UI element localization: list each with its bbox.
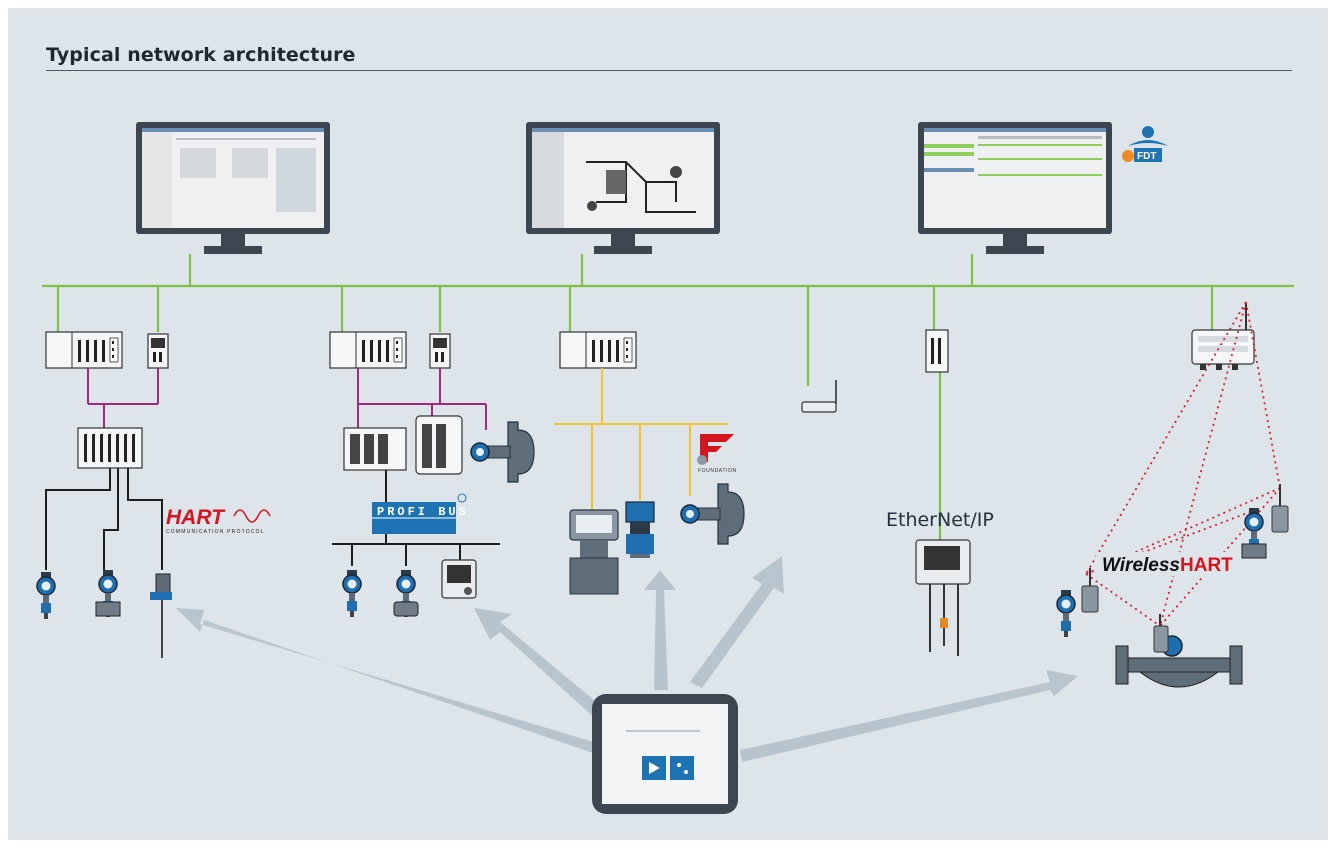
hart-logo: HART COMMUNICATION PROTOCOL [166, 506, 271, 535]
fdt-logo: FDT [1122, 126, 1168, 162]
profibus-cluster [329, 331, 535, 618]
engineering-workstation-left [136, 122, 330, 254]
foundation-logo: FOUNDATION [697, 434, 737, 474]
ethernet-ip-logo: EtherNet/IP [886, 509, 994, 531]
profibus-logo: PROFI BUS [372, 493, 469, 534]
hart-cluster [36, 331, 172, 658]
foundation-fieldbus-cluster [554, 331, 745, 595]
wireless-router [801, 380, 837, 413]
tablet-connection-arrows [176, 556, 1078, 762]
page-title: Typical network architecture [46, 44, 356, 66]
fdt-workstation [918, 122, 1112, 254]
wireless-hart-logo-part2: HART [1180, 555, 1233, 576]
wireless-hart-logo-part1: Wireless [1102, 555, 1180, 576]
title-divider [46, 70, 1292, 71]
wireless-hart-logo-text: WirelessHART [1102, 555, 1233, 576]
hart-logo-text: HART [166, 506, 226, 529]
ethernet-ip-logo-text: EtherNet/IP [886, 509, 994, 531]
ethernet-ip-cluster [915, 329, 971, 656]
process-visualization-workstation [526, 122, 720, 254]
fdt-logo-text: FDT [1137, 151, 1156, 162]
wireless-hart-logo: WirelessHART [1096, 552, 1236, 576]
ethernet-backbone [42, 254, 1294, 540]
wireless-hart-cluster [1056, 301, 1289, 688]
profibus-logo-text: PROFI BUS [377, 505, 469, 519]
foundation-logo-text: FOUNDATION [698, 468, 737, 474]
tablet-device [592, 694, 738, 814]
hart-logo-subtitle: COMMUNICATION PROTOCOL [166, 529, 265, 535]
